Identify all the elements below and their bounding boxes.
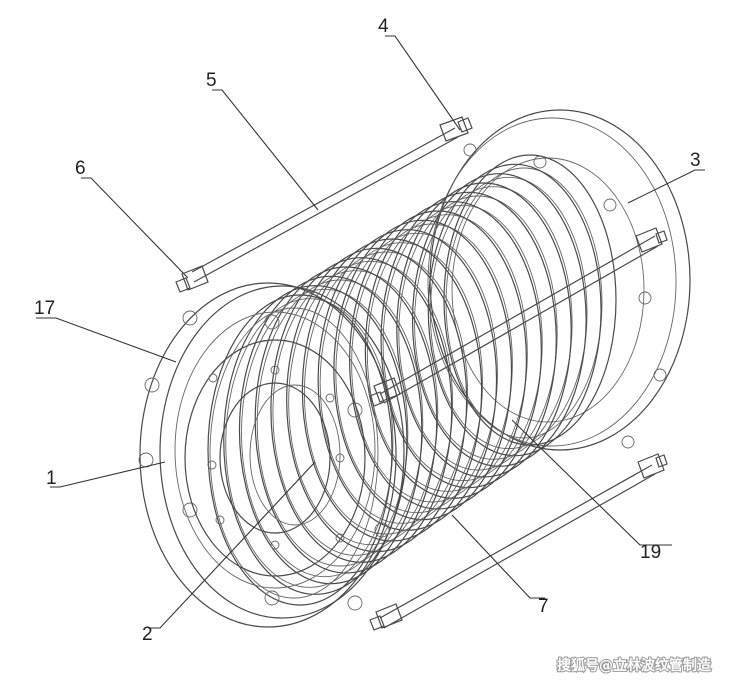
bellows-ring-inner <box>351 223 513 503</box>
label-7: 7 <box>538 596 549 617</box>
bellows-ring <box>349 210 528 510</box>
bellows-ring <box>317 229 498 531</box>
label-19: 19 <box>640 542 661 563</box>
bellows-ring-inner <box>256 279 424 567</box>
bellows-convolutions <box>207 154 617 606</box>
bellows-ring-inner <box>366 214 528 492</box>
inner-ring <box>184 339 366 577</box>
nut-brackets <box>175 116 668 631</box>
bellows-ring-inner <box>288 260 454 546</box>
bellows-ring-inner <box>335 232 498 514</box>
label-17: 17 <box>34 298 55 319</box>
back-flange <box>427 109 691 451</box>
bellows-ring <box>207 294 393 606</box>
label-2: 2 <box>142 624 153 645</box>
bellows-ring <box>223 285 408 595</box>
callout-labels: 4 5 6 3 17 1 2 7 19 <box>34 16 701 645</box>
label-6: 6 <box>75 158 86 179</box>
label-1: 1 <box>46 468 57 489</box>
tie-rods <box>191 127 659 629</box>
front-flange <box>138 282 405 628</box>
bellows-ring <box>380 191 557 489</box>
watermark-text: 搜狐号@立林波纹管制造 <box>557 657 711 674</box>
bellows-ring-inner <box>272 270 439 556</box>
watermark: 搜狐号@立林波纹管制造 <box>556 656 712 675</box>
bellows-ring <box>333 219 513 521</box>
bellows-ring <box>364 201 542 499</box>
bellows-ring-inner <box>225 298 394 588</box>
bellows-ring <box>396 182 572 478</box>
label-5: 5 <box>206 70 217 91</box>
bellows-ring-inner <box>209 307 379 599</box>
bellows-ring-inner <box>398 195 558 471</box>
bellows-ring-inner <box>303 251 469 535</box>
label-3: 3 <box>690 150 701 171</box>
bellows-ring-inner <box>382 204 543 482</box>
leader-lines <box>36 35 705 629</box>
bellows-ring <box>427 163 602 457</box>
bellows-ring-inner <box>319 242 483 524</box>
bellows-ring-inner <box>241 288 409 578</box>
label-4: 4 <box>378 16 389 37</box>
